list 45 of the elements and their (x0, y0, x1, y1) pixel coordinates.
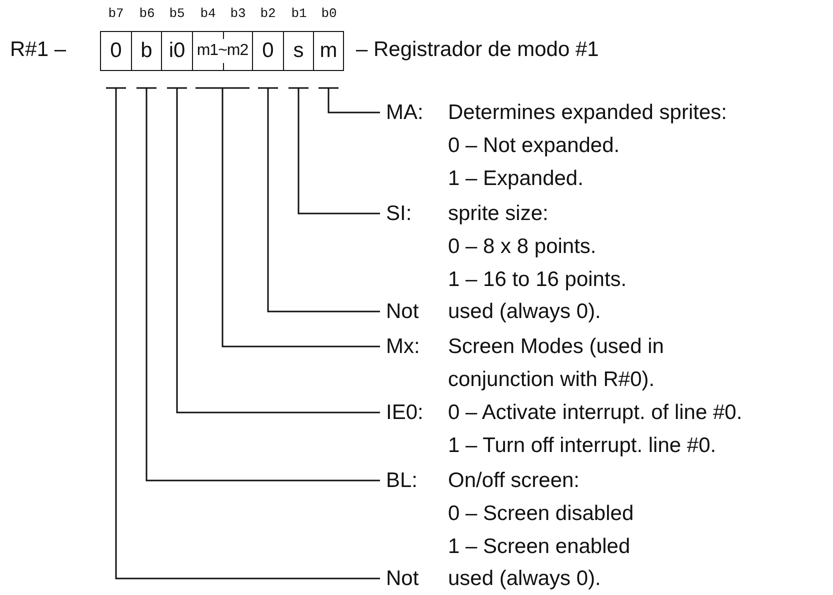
description-text: 0 – 8 x 8 points. (448, 234, 598, 260)
leader-line (257, 87, 381, 312)
bit-number: b7 (107, 6, 125, 21)
description-text: 0 – Not expanded. (448, 133, 621, 159)
field-name: SI: (386, 201, 413, 227)
field-name: MA: (386, 100, 424, 126)
leader-line (105, 87, 381, 580)
register-description: – Registrador de modo #1 (356, 38, 599, 62)
bit-number: b6 (138, 6, 156, 21)
bit-number: b3 (229, 6, 247, 21)
bit-cell: 0 (100, 31, 132, 71)
bit-cell: m (313, 31, 344, 71)
bit-cell: m1~m2 (192, 31, 253, 71)
field-name: Not (386, 566, 420, 592)
register-name: R#1 – (10, 38, 66, 62)
description-text: 1 – 16 to 16 points. (448, 267, 627, 293)
bit-cell: b (131, 31, 162, 71)
description-text: 1 – Screen enabled (448, 534, 632, 560)
bit-number: b5 (168, 6, 186, 21)
description-text: 0 – Activate interrupt. of line #0. (448, 400, 742, 426)
bit-number: b2 (259, 6, 277, 21)
description-text: On/off screen: (448, 468, 581, 494)
description-text: sprite size: (448, 201, 550, 227)
field-name: BL: (386, 468, 419, 494)
description-text: Determines expanded sprites: (448, 100, 727, 126)
description-text: 1 – Turn off interrupt. line #0. (448, 433, 718, 459)
bit-number: b4 (199, 6, 217, 21)
field-name: Not (386, 299, 420, 325)
description-text: 0 – Screen disabled (448, 501, 634, 527)
description-text: 1 – Expanded. (448, 166, 584, 192)
leader-line (288, 87, 381, 214)
leader-line (318, 87, 381, 114)
bit-cell: s (283, 31, 314, 71)
bit-number: b1 (290, 6, 308, 21)
leader-line (136, 87, 381, 482)
leader-line (194, 87, 381, 348)
description-text: Screen Modes (used in conjunction with R#0). (448, 334, 665, 393)
field-name: IE0: (386, 400, 424, 426)
description-text: used (always 0). (448, 299, 601, 325)
description-text: used (always 0). (448, 566, 601, 592)
leader-line (166, 87, 381, 414)
bit-cell: 0 (252, 31, 284, 71)
bit-cell: i0 (161, 31, 193, 71)
bit-number: b0 (320, 6, 338, 21)
field-name: Mx: (386, 334, 421, 360)
